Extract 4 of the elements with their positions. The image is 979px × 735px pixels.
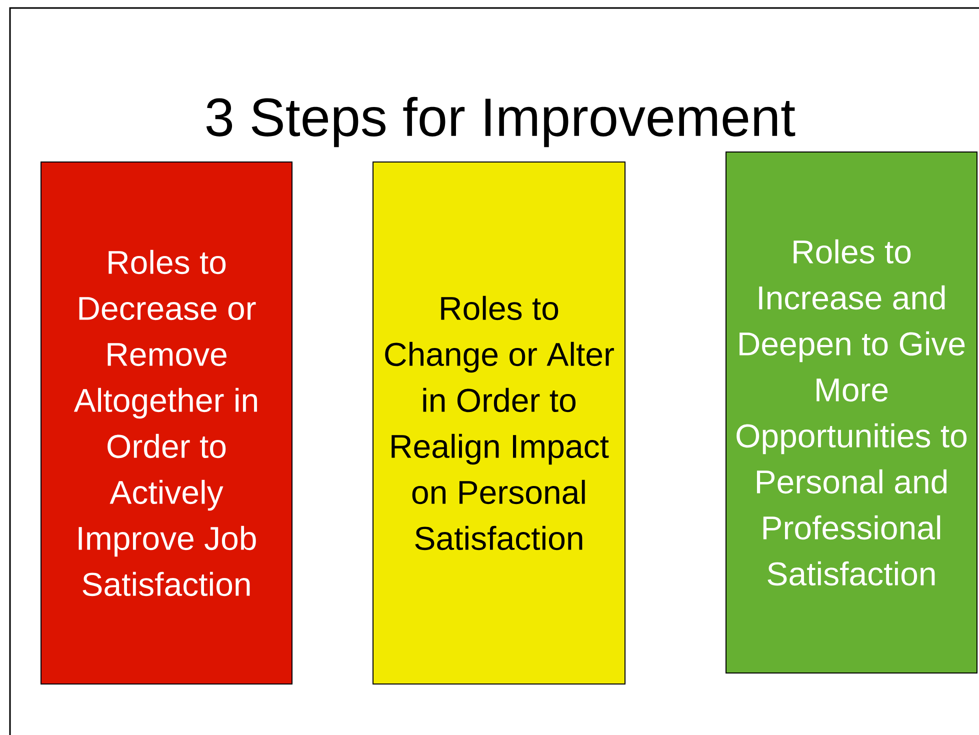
step-box: Roles to Change or Alter in Order to Realign Impact on Personal Satisfaction	[372, 161, 626, 684]
step-box: Roles to Decrease or Remove Altogether in Order to Actively Improve Job Satisfaction	[40, 161, 292, 684]
title: 3 Steps for Improvement	[206, 96, 796, 148]
step-box: Roles to Increase and Deepen to Give More Opportunities to Personal and Professional Satisfaction	[726, 151, 978, 674]
